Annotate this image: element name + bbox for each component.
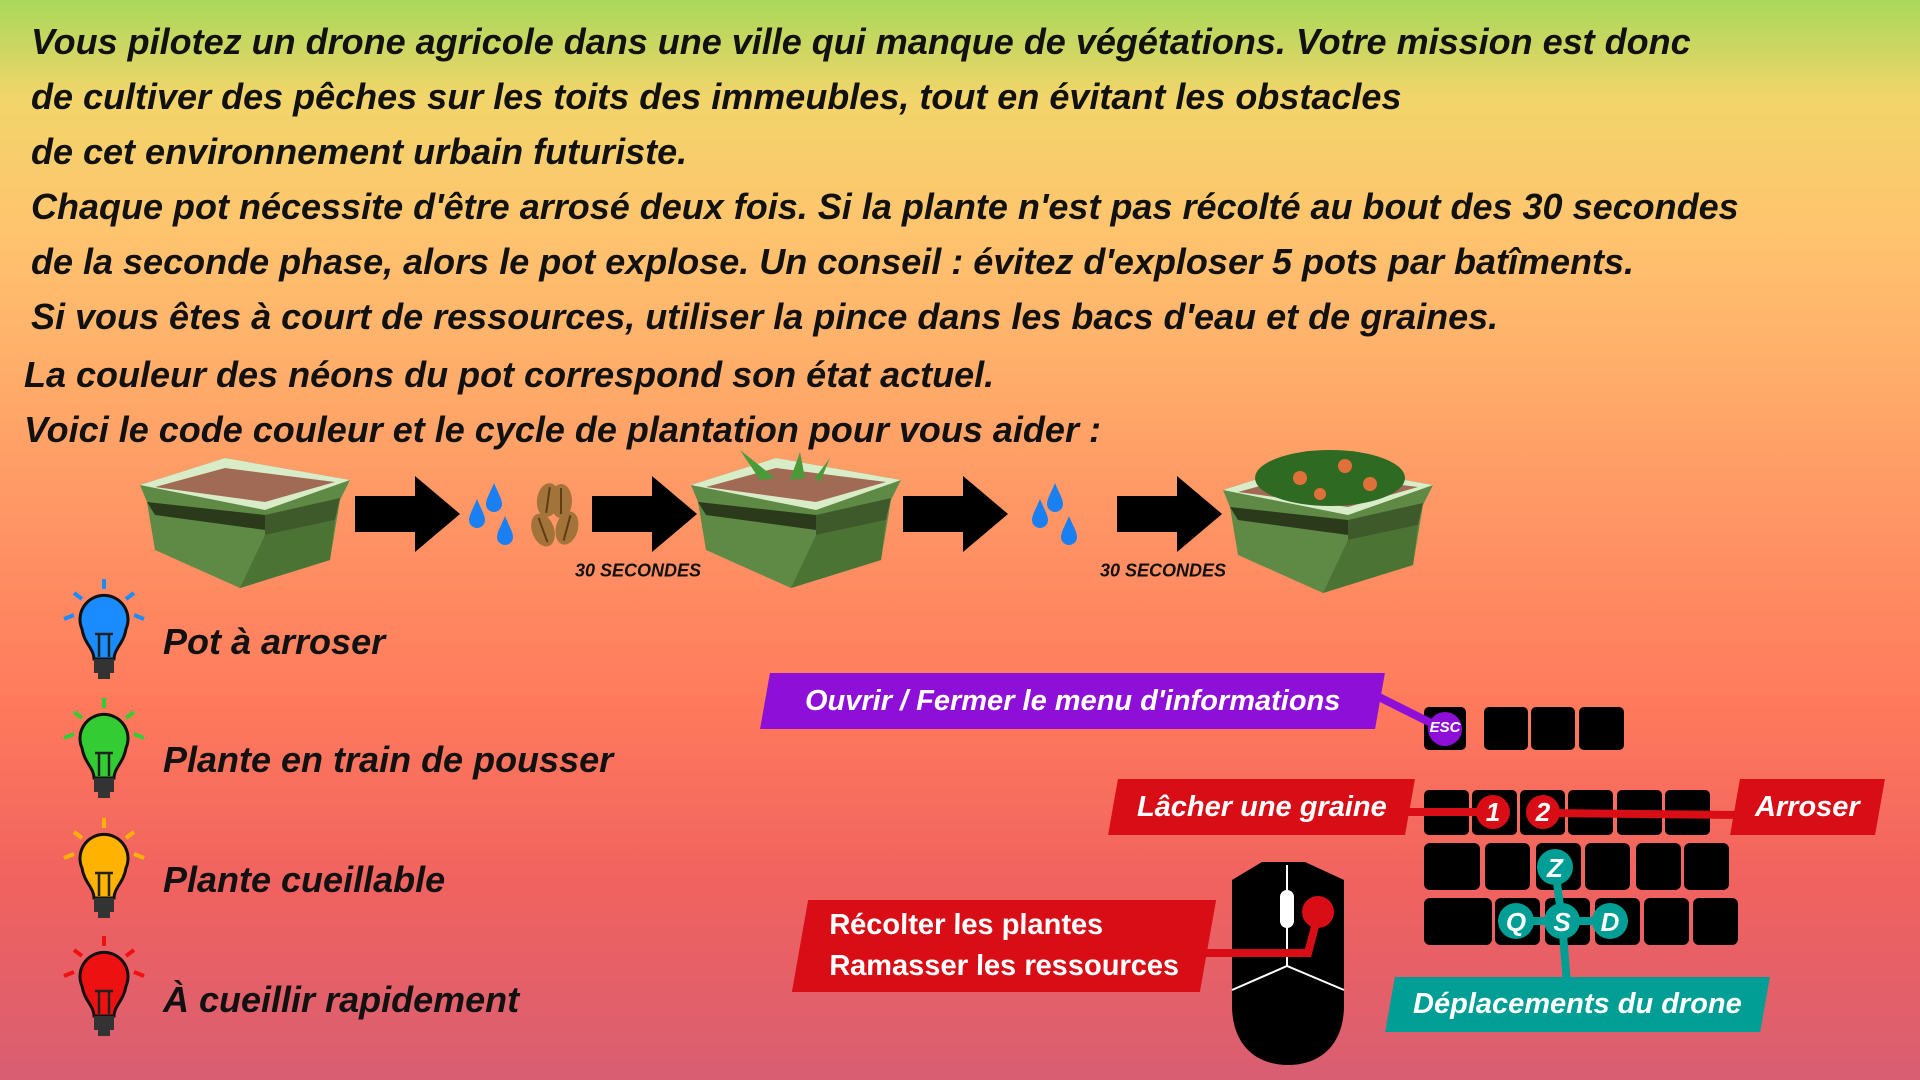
grown-plant-pot-image [1223, 450, 1433, 593]
intro-line: de cet environnement urbain futuriste. [31, 131, 688, 172]
collect-label: Ramasser les ressources [826, 950, 1182, 982]
intro-line: de cultiver des pêches sur les toits des… [31, 76, 1402, 117]
key[interactable] [1636, 843, 1681, 890]
lightbulb-icon [63, 698, 145, 798]
lightbulb-icon [63, 818, 145, 918]
intro-line: Si vous êtes à court de ressources, util… [31, 296, 1499, 337]
mouse-icon [1231, 862, 1345, 1065]
key-1-label: 1 [1485, 797, 1501, 827]
key[interactable] [1485, 843, 1530, 890]
legend-label-harvestable: Plante cueillable [163, 859, 446, 900]
empty-pot-image [140, 458, 350, 588]
key[interactable] [1424, 898, 1492, 945]
left-click-indicator [1302, 896, 1334, 928]
intro-line: de la seconde phase, alors le pot explos… [31, 241, 1635, 282]
water-banner: Arroser [1730, 779, 1885, 835]
key-d-label: D [1600, 907, 1620, 937]
key[interactable] [1484, 707, 1528, 750]
seed-banner: Lâcher une graine [1108, 779, 1415, 835]
key[interactable] [1424, 843, 1480, 890]
keyboard [1424, 707, 1738, 945]
sprout-pot-image [691, 450, 901, 588]
seeds-icon [525, 480, 584, 551]
menu-label: Ouvrir / Fermer le menu d'informations [804, 684, 1341, 717]
menu-banner: Ouvrir / Fermer le menu d'informations [760, 673, 1385, 729]
water-label: Arroser [1755, 790, 1860, 823]
key-esc-label: ESC [1429, 719, 1461, 736]
intro-line: Chaque pot nécessite d'être arrosé deux … [31, 186, 1739, 227]
timer-label: 30 SECONDES [1099, 560, 1227, 581]
lightbulb-icon [63, 579, 145, 679]
water-drops-icon [469, 483, 513, 545]
intro-line: Vous pilotez un drone agricole dans une … [31, 21, 1691, 62]
arrow-icon [903, 476, 1008, 552]
key[interactable] [1693, 898, 1738, 945]
key-s-label: S [1553, 907, 1571, 937]
key[interactable] [1531, 707, 1575, 750]
arrow-icon [355, 476, 460, 552]
legend-label-water: Pot à arroser [163, 621, 386, 662]
key-q-label: Q [1505, 907, 1527, 937]
key[interactable] [1579, 707, 1624, 750]
lightbulb-icon [63, 936, 145, 1036]
harvest-label: Récolter les plantes [826, 909, 1106, 942]
water-drops-icon [1032, 483, 1077, 545]
arrow-icon [1117, 476, 1222, 552]
arrow-icon [592, 476, 697, 552]
intro-line: La couleur des néons du pot correspond s… [24, 354, 995, 395]
key-z-label: Z [1547, 853, 1563, 883]
legend-label-urgent: À cueillir rapidement [163, 979, 520, 1020]
move-banner: Déplacements du drone [1385, 977, 1770, 1032]
key-2-label: 2 [1535, 797, 1551, 827]
key[interactable] [1644, 898, 1689, 945]
key[interactable] [1684, 843, 1729, 890]
legend-label-growing: Plante en train de pousser [163, 739, 614, 780]
intro-line: Voici le code couleur et le cycle de pla… [24, 409, 1101, 450]
seed-label: Lâcher une graine [1136, 790, 1387, 823]
key[interactable] [1585, 843, 1630, 890]
move-label: Déplacements du drone [1413, 988, 1742, 1021]
timer-label: 30 SECONDES [574, 560, 702, 581]
